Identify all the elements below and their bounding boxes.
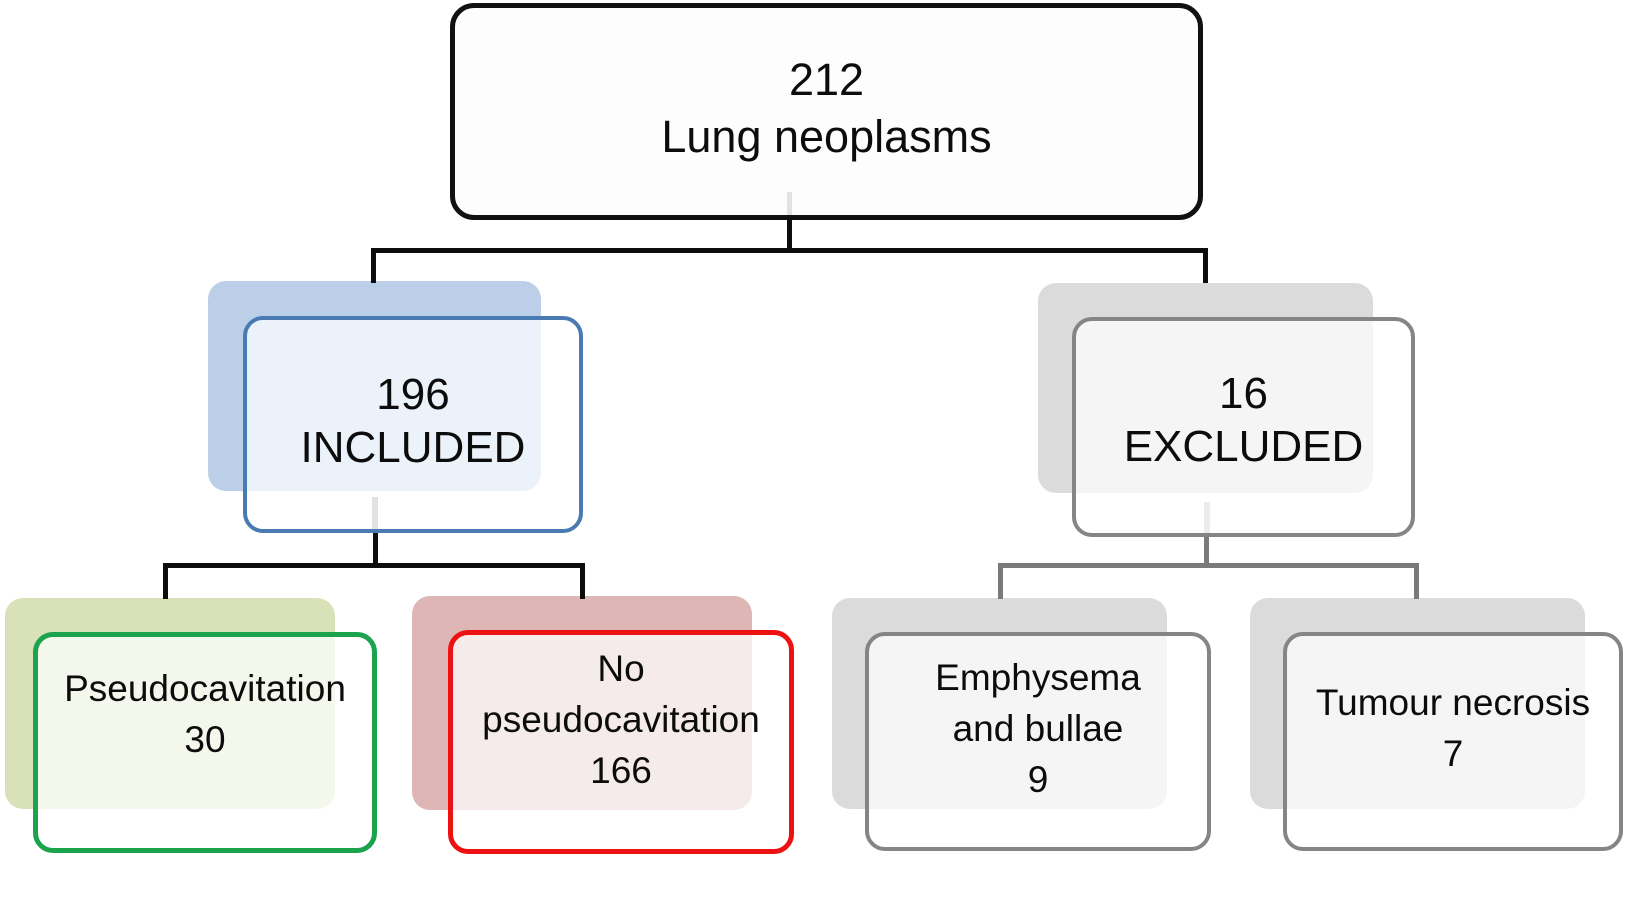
connector-excluded-inner-stub <box>1204 502 1210 533</box>
node-root-box: 212 Lung neoplasms <box>450 3 1203 220</box>
connector-included-inner-stub <box>372 497 378 529</box>
node-tumour-necrosis-label: Tumour necrosis <box>1315 681 1591 723</box>
node-root-label: Lung neoplasms <box>661 110 992 162</box>
node-root-count: 212 <box>788 53 865 105</box>
connector-included-stub <box>373 533 378 566</box>
node-emphysema-label-1: Emphysema <box>935 657 1141 698</box>
node-emphysema-box: Emphysema and bullae 9 <box>865 632 1211 851</box>
connector-drop-excluded <box>1203 248 1208 283</box>
connector-root-inner-stub <box>787 192 792 215</box>
connector-drop-included <box>371 248 376 283</box>
connector-level2-left-horizontal <box>163 563 585 568</box>
node-no-pseudocavitation-box: No pseudocavitation 166 <box>448 630 794 854</box>
node-excluded-label: EXCLUDED <box>1123 422 1364 471</box>
connector-excluded-stub <box>1204 537 1209 566</box>
node-included-box: 196 INCLUDED <box>243 316 583 533</box>
node-no-pseudocavitation-label-1: No <box>597 647 645 689</box>
connector-level2-right-horizontal <box>998 563 1419 568</box>
node-no-pseudocavitation-count: 166 <box>590 749 652 791</box>
connector-drop-emphysema <box>998 563 1003 599</box>
node-emphysema-count: 9 <box>1027 759 1049 800</box>
connector-drop-no-pseudocavitation <box>580 563 585 599</box>
connector-root-stub <box>787 218 792 253</box>
node-no-pseudocavitation-label-2: pseudocavitation <box>482 698 760 740</box>
node-pseudocavitation-count: 30 <box>184 718 226 760</box>
node-included-label: INCLUDED <box>300 422 526 472</box>
node-excluded-count: 16 <box>1219 369 1268 418</box>
connector-drop-tumour-necrosis <box>1414 563 1419 599</box>
connector-level1-horizontal <box>371 248 1208 253</box>
node-emphysema-label-2: and bullae <box>952 708 1124 749</box>
node-pseudocavitation-box: Pseudocavitation 30 <box>33 632 377 853</box>
node-pseudocavitation-label: Pseudocavitation <box>64 667 346 709</box>
node-included-count: 196 <box>376 369 450 419</box>
node-tumour-necrosis-count: 7 <box>1442 732 1464 774</box>
node-excluded-box: 16 EXCLUDED <box>1072 317 1415 537</box>
node-tumour-necrosis-box: Tumour necrosis 7 <box>1283 632 1623 851</box>
connector-drop-pseudocavitation <box>163 563 168 599</box>
